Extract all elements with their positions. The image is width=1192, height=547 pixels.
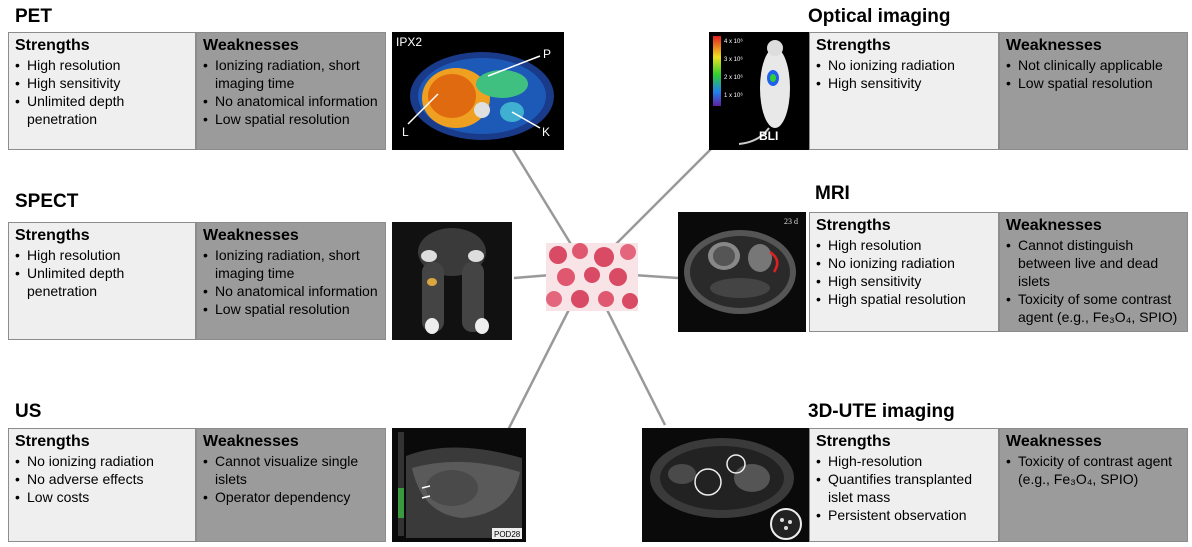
pet-strengths-heading: Strengths <box>15 37 90 54</box>
optical-weaknesses-heading: Weaknesses <box>1006 37 1102 54</box>
mri-scan-image: 23 d <box>678 212 806 332</box>
spect-strength-item: Unlimited depth penetration <box>15 264 189 300</box>
pet-weakness-item: Ionizing radiation, short imaging time <box>203 56 379 92</box>
ute-strength-item: Quantifies transplanted islet mass <box>816 470 992 506</box>
mri-title: MRI <box>815 183 850 204</box>
spect-title: SPECT <box>15 191 79 212</box>
optical-strengths-heading: Strengths <box>816 37 891 54</box>
ute-scan-image <box>642 428 809 542</box>
spect-strength-item: High resolution <box>15 246 189 264</box>
optical-scale-label: 1 x 10⁶ <box>724 92 743 99</box>
pet-strengths-box: Strengths High resolution High sensitivi… <box>8 32 196 150</box>
pet-strength-item: High resolution <box>15 56 189 74</box>
optical-weakness-item: Not clinically applicable <box>1006 56 1181 74</box>
us-weakness-item: Operator dependency <box>203 488 379 506</box>
mri-strength-item: High spatial resolution <box>816 290 992 308</box>
pet-label-k: K <box>542 125 550 139</box>
spect-weakness-item: Ionizing radiation, short imaging time <box>203 246 379 282</box>
mri-weaknesses-heading: Weaknesses <box>1006 217 1102 234</box>
optical-scale-label: 4 x 10⁶ <box>724 38 743 45</box>
spect-weaknesses-box: Weaknesses Ionizing radiation, short ima… <box>196 222 386 340</box>
spect-weakness-item: Low spatial resolution <box>203 300 379 318</box>
us-strength-item: No adverse effects <box>15 470 189 488</box>
optical-strength-item: High sensitivity <box>816 74 992 92</box>
mri-strength-item: High sensitivity <box>816 272 992 290</box>
us-image-tag: POD28 <box>494 530 521 539</box>
mri-strengths-heading: Strengths <box>816 217 891 234</box>
spect-weaknesses-heading: Weaknesses <box>203 227 299 244</box>
pet-weaknesses-box: Weaknesses Ionizing radiation, short ima… <box>196 32 386 150</box>
us-strengths-heading: Strengths <box>15 433 90 450</box>
mri-weakness-item: Cannot distinguish between live and dead… <box>1006 236 1181 290</box>
optical-bli-image: 4 x 10⁶ 3 x 10⁶ 2 x 10⁶ 1 x 10⁶ BLI <box>709 32 809 150</box>
optical-weakness-item: Low spatial resolution <box>1006 74 1181 92</box>
mri-weakness-item: Toxicity of some contrast agent (e.g., F… <box>1006 290 1181 326</box>
ute-strengths-heading: Strengths <box>816 433 891 450</box>
ute-weaknesses-box: Weaknesses Toxicity of contrast agent (e… <box>999 428 1188 542</box>
pet-label-l: L <box>402 125 409 139</box>
mri-strength-item: High resolution <box>816 236 992 254</box>
us-weaknesses-box: Weaknesses Cannot visualize single islet… <box>196 428 386 542</box>
pet-strength-item: Unlimited depth penetration <box>15 92 189 128</box>
spect-weakness-item: No anatomical information <box>203 282 379 300</box>
pet-weakness-item: Low spatial resolution <box>203 110 379 128</box>
us-weakness-item: Cannot visualize single islets <box>203 452 379 488</box>
spect-strengths-heading: Strengths <box>15 227 90 244</box>
optical-strengths-box: Strengths No ionizing radiation High sen… <box>809 32 999 150</box>
us-strengths-box: Strengths No ionizing radiation No adver… <box>8 428 196 542</box>
optical-scale-label: 3 x 10⁶ <box>724 56 743 63</box>
pet-strength-item: High sensitivity <box>15 74 189 92</box>
optical-scale-label: 2 x 10⁶ <box>724 74 743 81</box>
pet-weakness-item: No anatomical information <box>203 92 379 110</box>
ute-strength-item: High-resolution <box>816 452 992 470</box>
us-weaknesses-heading: Weaknesses <box>203 433 299 450</box>
spect-strengths-box: Strengths High resolution Unlimited dept… <box>8 222 196 340</box>
mri-weaknesses-box: Weaknesses Cannot distinguish between li… <box>999 212 1188 332</box>
mri-image-tag: 23 d <box>784 217 798 226</box>
ute-strengths-box: Strengths High-resolution Quantifies tra… <box>809 428 999 542</box>
pet-title: PET <box>15 6 52 27</box>
pet-image-tag: IPX2 <box>396 35 422 49</box>
pet-weaknesses-heading: Weaknesses <box>203 37 299 54</box>
spect-scan-image <box>392 222 512 340</box>
mri-strength-item: No ionizing radiation <box>816 254 992 272</box>
optical-weaknesses-box: Weaknesses Not clinically applicable Low… <box>999 32 1188 150</box>
ute-title: 3D-UTE imaging <box>808 401 955 422</box>
ute-weaknesses-heading: Weaknesses <box>1006 433 1102 450</box>
us-scan-image: POD28 <box>392 428 526 542</box>
us-title: US <box>15 401 42 422</box>
ute-strength-item: Persistent observation <box>816 506 992 524</box>
optical-title: Optical imaging <box>808 6 951 27</box>
pet-label-p: P <box>543 47 551 61</box>
us-strength-item: Low costs <box>15 488 189 506</box>
mri-strengths-box: Strengths High resolution No ionizing ra… <box>809 212 999 332</box>
us-strength-item: No ionizing radiation <box>15 452 189 470</box>
optical-image-tag: BLI <box>759 129 778 143</box>
pet-scan-image: IPX2 P L K <box>392 32 564 150</box>
islet-center-image <box>546 243 638 311</box>
optical-strength-item: No ionizing radiation <box>816 56 992 74</box>
ute-weakness-item: Toxicity of contrast agent (e.g., Fe₃O₄,… <box>1006 452 1181 488</box>
